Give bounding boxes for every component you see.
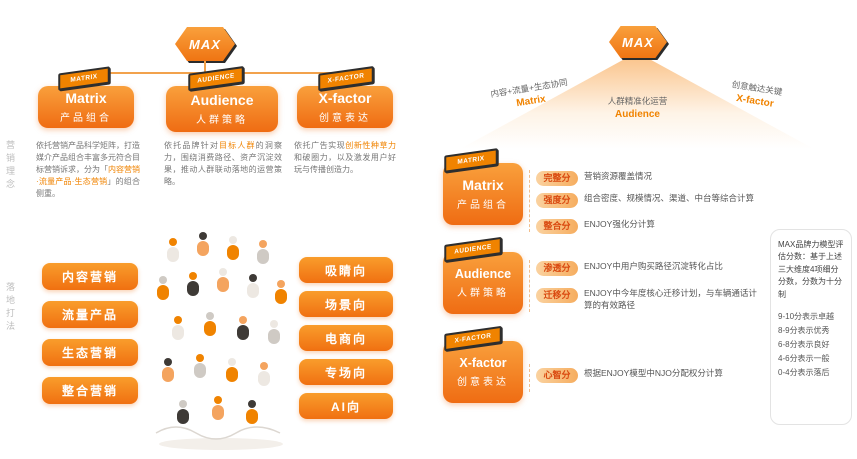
marketing-type-button: 整合营销 (42, 377, 138, 404)
score-scale-item: 9-10分表示卓越 (778, 311, 835, 321)
score-text: 组合密度、规模情况、渠道、中台等综合计算 (584, 193, 755, 203)
xfactor-node: X-factor 创意表达 (297, 86, 393, 128)
audience-node: Audience 人群策略 (166, 86, 278, 132)
score-pill: 整合分 (536, 219, 578, 234)
desc-text: 依托品牌针对 (164, 141, 219, 150)
score-scale-item: 4-6分表示一般 (778, 353, 830, 363)
score-text: ENJOY强化分计算 (584, 219, 655, 229)
creative-direction-button: AI向 (299, 393, 393, 419)
score-text: 根据ENJOY模型中NJO分配权分计算 (584, 368, 723, 378)
score-item: 强度分 组合密度、规模情况、渠道、中台等综合计算 (536, 193, 764, 208)
crowd-illustration (148, 228, 294, 454)
xfactor-node-subtitle: 创意表达 (457, 377, 509, 388)
connector (529, 364, 530, 392)
matrix-node-title: Matrix (462, 177, 504, 193)
funnel-label-cn: 人群精准化运营 (607, 96, 668, 106)
desc-highlight: 内容营销·流量产品·生态营销 (36, 165, 140, 186)
score-item: 迁移分 ENJOY中今年度核心迁移计划，与车辆通话计算的有效路径 (536, 288, 764, 312)
matrix-node-subtitle: 产品组合 (457, 200, 509, 211)
marketing-type-button: 内容营销 (42, 263, 138, 290)
xfactor-node-title: X-factor (459, 356, 507, 370)
connector (529, 260, 530, 312)
score-pill: 迁移分 (536, 288, 578, 303)
desc-text: 的洞察力，围绕消费路径、资产沉淀效果，推动人群联动落地的运营策略。 (164, 141, 283, 186)
score-scale: 9-10分表示卓越 8-9分表示优秀 6-8分表示良好 4-6分表示一般 0-4… (778, 310, 844, 380)
marketing-type-button: 流量产品 (42, 301, 138, 328)
max-logo-right: MAX (609, 26, 667, 58)
marketing-type-button: 生态营销 (42, 339, 138, 366)
score-intro: MAX品牌力模型评估分数：基于上述三大维度4项细分分数，分数为十分制 (778, 240, 844, 299)
creative-direction-button: 专场向 (299, 359, 393, 385)
score-pill: 心智分 (536, 368, 578, 383)
score-item: 心智分 根据ENJOY模型中NJO分配权分计算 (536, 368, 764, 383)
xfactor-node-right: X-factor 创意表达 (443, 341, 523, 403)
creative-direction-button: 场景向 (299, 291, 393, 317)
side-label-bottom: 落地打法 (5, 282, 15, 334)
score-pill: 渗透分 (536, 261, 578, 276)
connector (204, 61, 206, 72)
matrix-node-title: Matrix (65, 90, 107, 106)
score-item: 完整分 营销资源覆盖情况 (536, 171, 764, 186)
desc-highlight: 目标人群 (219, 141, 256, 150)
xfactor-description: 依托广告实现创新性种草力和破圈力，以及激发用户好玩与传播创造力。 (294, 140, 396, 176)
audience-node-subtitle: 人群策略 (196, 115, 248, 126)
matrix-description: 依托营销产品科学矩阵，打造媒介产品组合丰富多元符合目标营销诉求，分为「内容营销·… (36, 140, 140, 200)
max-logo-text: MAX (189, 36, 221, 52)
side-label-top: 营销理念 (5, 140, 15, 192)
crowd-illustration-svg (155, 232, 287, 450)
creative-direction-button: 电商向 (299, 325, 393, 351)
max-logo-text: MAX (622, 34, 654, 50)
score-item: 渗透分 ENJOY中用户购买路径沉淀转化占比 (536, 261, 764, 276)
audience-node-title: Audience (190, 92, 254, 108)
score-scale-item: 6-8分表示良好 (778, 339, 830, 349)
matrix-node-subtitle: 产品组合 (60, 113, 112, 124)
funnel-label-audience: 人群精准化运营 Audience (580, 95, 695, 120)
matrix-node: Matrix 产品组合 (38, 86, 134, 128)
desc-text: 依托广告实现 (294, 141, 346, 150)
score-pill: 强度分 (536, 193, 578, 208)
score-text: 营销资源覆盖情况 (584, 171, 653, 181)
brand-score-panel: MAX品牌力模型评估分数：基于上述三大维度4项细分分数，分数为十分制 9-10分… (770, 229, 852, 425)
desc-text: 和破圈力，以及激发用户好玩与传播创造力。 (294, 153, 396, 174)
score-text: ENJOY中用户购买路径沉淀转化占比 (584, 261, 723, 271)
funnel-label-en: Audience (614, 109, 660, 120)
matrix-node-right: Matrix 产品组合 (443, 163, 523, 225)
desc-highlight: 创新性种草力 (345, 141, 397, 150)
score-text: ENJOY中今年度核心迁移计划，与车辆通话计算的有效路径 (584, 288, 757, 310)
score-pill: 完整分 (536, 171, 578, 186)
hexagon-shape: MAX (609, 26, 667, 58)
audience-node-subtitle: 人群策略 (457, 288, 509, 299)
creative-direction-button: 吸睛向 (299, 257, 393, 283)
score-scale-item: 8-9分表示优秀 (778, 325, 830, 335)
audience-node-right: Audience 人群策略 (443, 252, 523, 314)
score-scale-item: 0-4分表示落后 (778, 367, 830, 377)
desc-text: 」的组合侧重。 (36, 177, 141, 198)
audience-node-title: Audience (454, 267, 512, 281)
audience-description: 依托品牌针对目标人群的洞察力，围绕消费路径、资产沉淀效果，推动人群联动落地的运营… (164, 140, 282, 188)
desc-text: 依托营销产品科学矩阵，打造媒介产品组合丰富多元符合目标营销诉求，分为「 (36, 141, 140, 174)
hexagon-shape: MAX (175, 27, 235, 61)
connector (529, 170, 530, 232)
score-item: 整合分 ENJOY强化分计算 (536, 219, 764, 234)
max-logo: MAX (175, 27, 235, 61)
xfactor-node-subtitle: 创意表达 (319, 113, 371, 124)
xfactor-node-title: X-factor (318, 90, 372, 106)
